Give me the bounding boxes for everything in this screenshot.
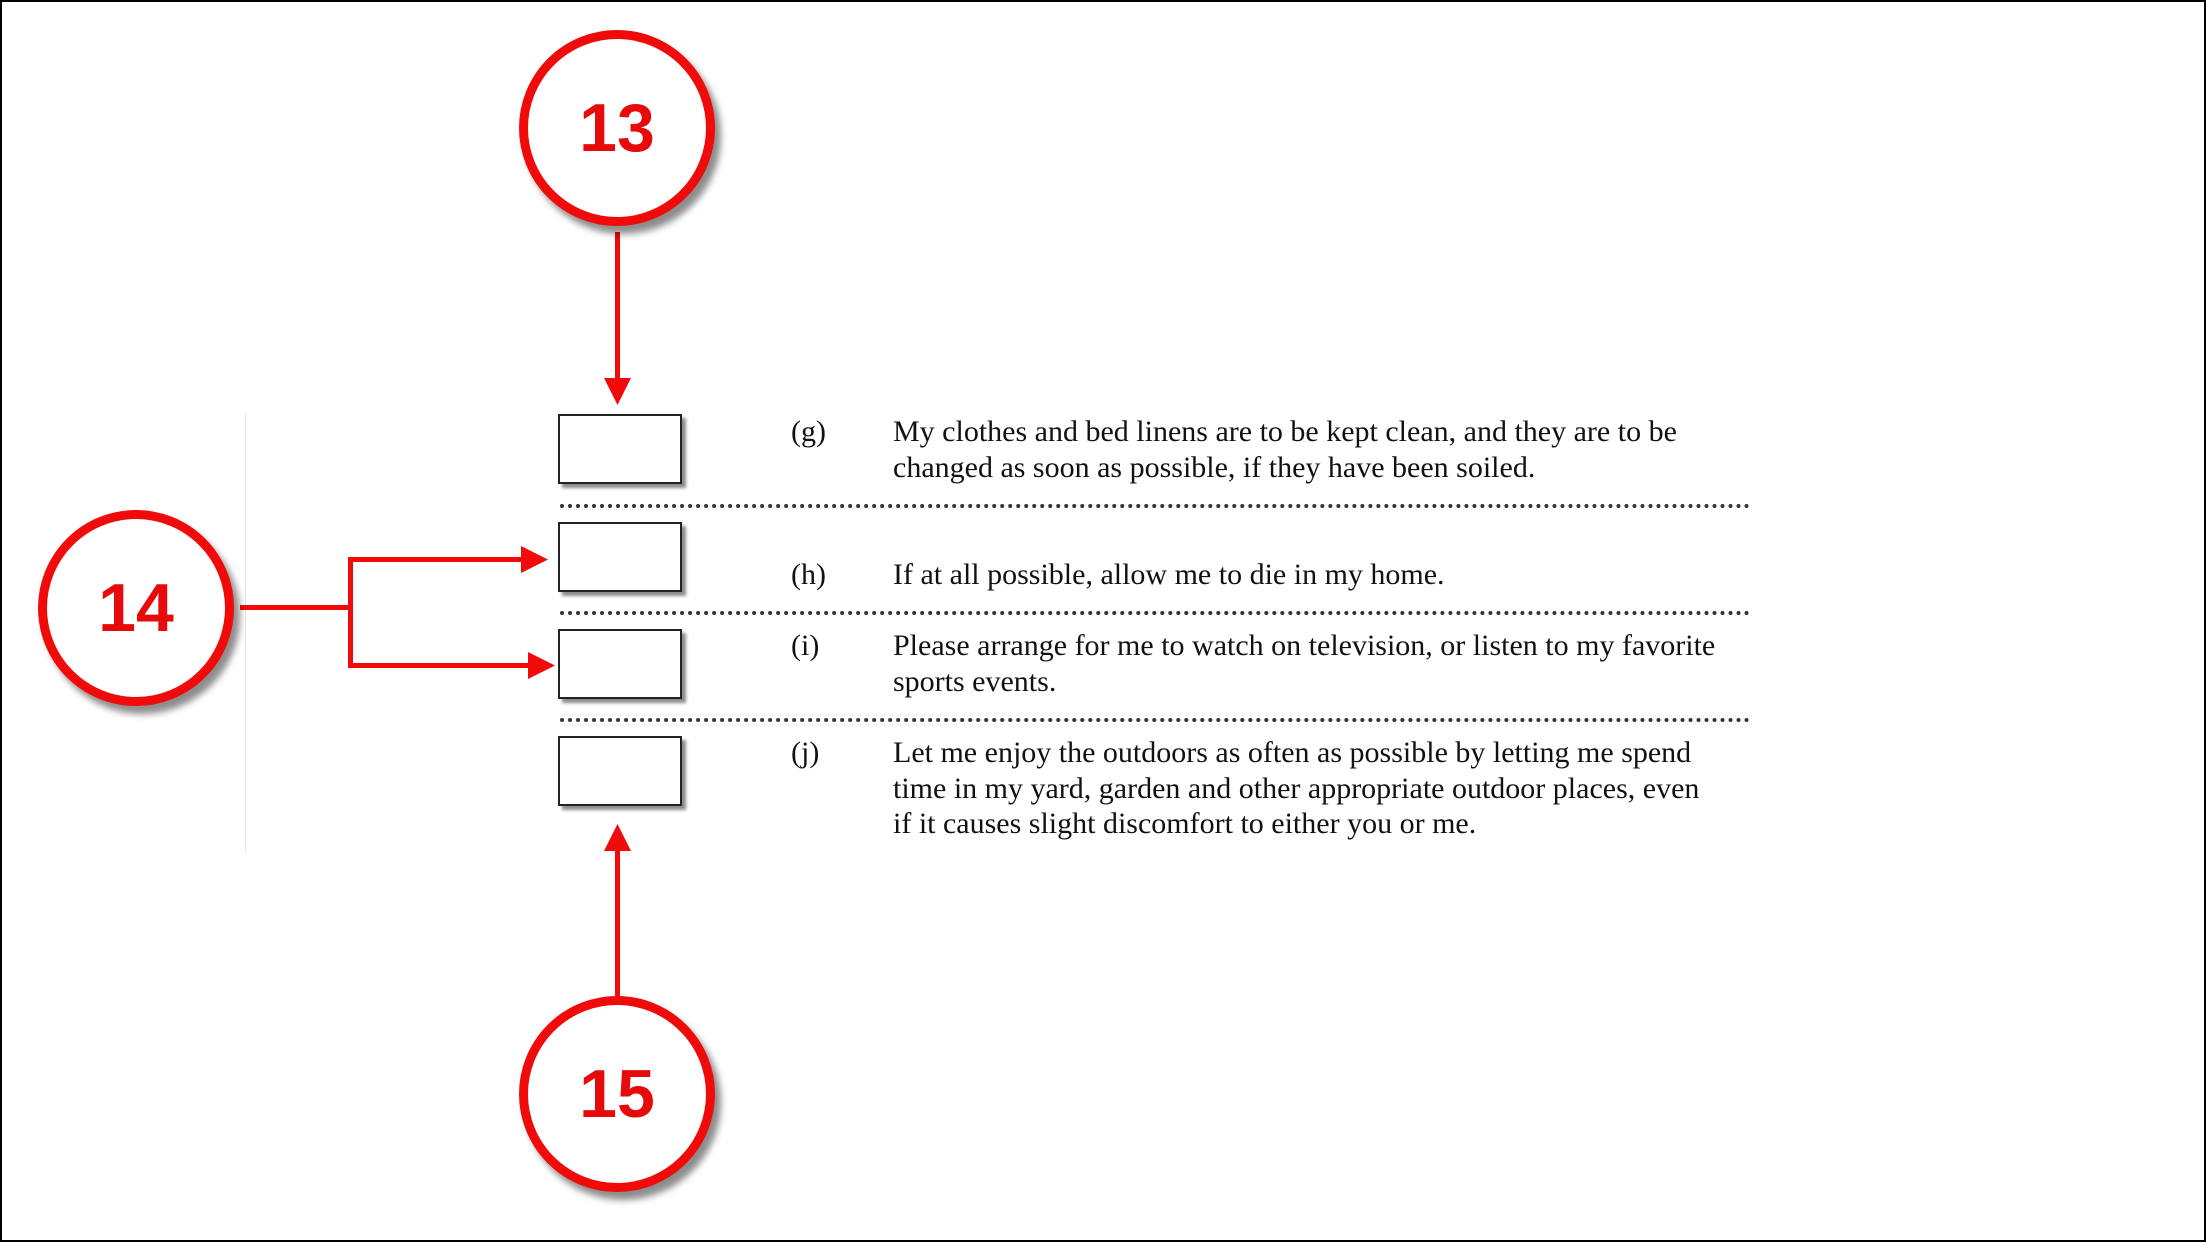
callout-14-number: 14: [98, 570, 174, 646]
item-line: My clothes and bed linens are to be kept…: [893, 415, 1677, 448]
arrow-14-bracket: [348, 557, 353, 668]
callout-13: 13: [519, 30, 715, 226]
item-line: changed as soon as possible, if they hav…: [893, 450, 1536, 484]
item-letter-j: (j): [791, 736, 820, 769]
dotted-separator: [560, 504, 1750, 508]
callout-14: 14: [38, 510, 234, 706]
arrow-13-shaft: [615, 232, 620, 380]
item-line: If at all possible, allow me to die in m…: [893, 558, 1445, 591]
arrow-15-shaft: [615, 849, 620, 999]
dotted-separator: [560, 718, 1750, 722]
arrow-14-upper-head: [521, 546, 548, 573]
item-line: if it causes slight discomfort to either…: [893, 807, 1477, 840]
arrow-14-stem: [240, 605, 352, 610]
item-text-h: If at all possible, allow me to die in m…: [893, 557, 1445, 593]
margin-rule: [245, 413, 246, 853]
item-text-i: Please arrange for me to watch on televi…: [893, 628, 1715, 699]
dotted-separator: [560, 611, 1750, 615]
checkbox-h[interactable]: [558, 522, 682, 592]
item-line: Please arrange for me to watch on televi…: [893, 629, 1716, 662]
checkbox-j[interactable]: [558, 736, 682, 806]
item-letter-i: (i): [791, 629, 820, 662]
checkbox-g[interactable]: [558, 414, 682, 484]
item-letter-g: (g): [791, 415, 826, 448]
arrow-13-head: [604, 378, 631, 405]
arrow-14-upper-shaft: [348, 557, 523, 562]
item-text-j: Let me enjoy the outdoors as often as po…: [893, 735, 1699, 842]
item-line: Let me enjoy the outdoors as often as po…: [893, 736, 1692, 769]
item-text-g: My clothes and bed linens are to be kept…: [893, 414, 1677, 485]
arrow-14-lower-shaft: [348, 663, 530, 668]
callout-15: 15: [519, 996, 715, 1192]
arrow-14-lower-head: [528, 652, 555, 679]
item-letter-h: (h): [791, 558, 826, 591]
callout-13-number: 13: [579, 90, 655, 166]
callout-15-number: 15: [579, 1056, 655, 1132]
item-line: time in my yard, garden and other approp…: [893, 771, 1700, 805]
arrow-15-head: [604, 824, 631, 851]
checkbox-i[interactable]: [558, 629, 682, 699]
item-line: sports events.: [893, 664, 1057, 698]
